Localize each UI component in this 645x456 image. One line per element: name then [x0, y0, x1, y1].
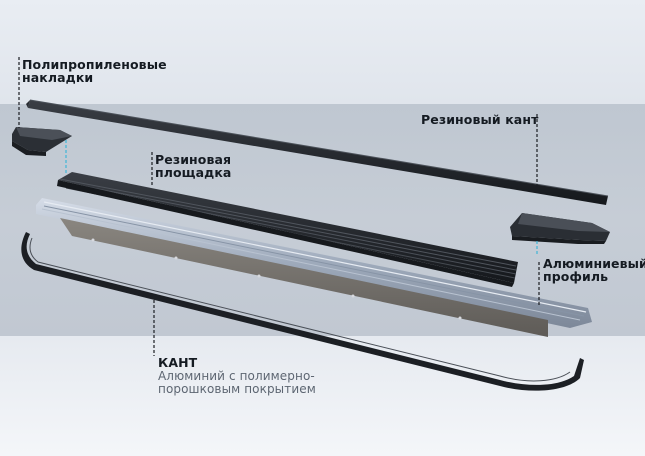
powder-coated-edge	[21, 232, 585, 391]
label-rubber-pad-line1: Резиновая	[155, 152, 232, 167]
rubber-pad	[57, 172, 518, 287]
aluminum-profile	[36, 198, 592, 337]
background-top	[0, 0, 645, 104]
background-bottom	[0, 336, 645, 456]
label-edge-desc-line1: Алюминий с полимерно-	[158, 369, 315, 383]
label-aluminum-profile-line1: Алюминиевый	[543, 256, 645, 271]
left-plastic-cap	[12, 127, 72, 156]
label-rubber-edge: Резиновый кант	[421, 112, 539, 127]
rubber-edge-strip	[26, 99, 609, 205]
label-plastic-caps-line1: Полипропиленовые	[22, 57, 167, 72]
right-plastic-cap	[510, 213, 610, 244]
label-edge-desc-line2: порошковым покрытием	[158, 382, 316, 396]
label-aluminum-profile-line2: профиль	[543, 269, 609, 284]
label-rubber-pad-line2: площадка	[155, 165, 232, 180]
label-edge-title: КАНТ	[158, 355, 198, 370]
leader-lines	[18, 57, 540, 356]
label-plastic-caps-line2: накладки	[22, 70, 94, 85]
